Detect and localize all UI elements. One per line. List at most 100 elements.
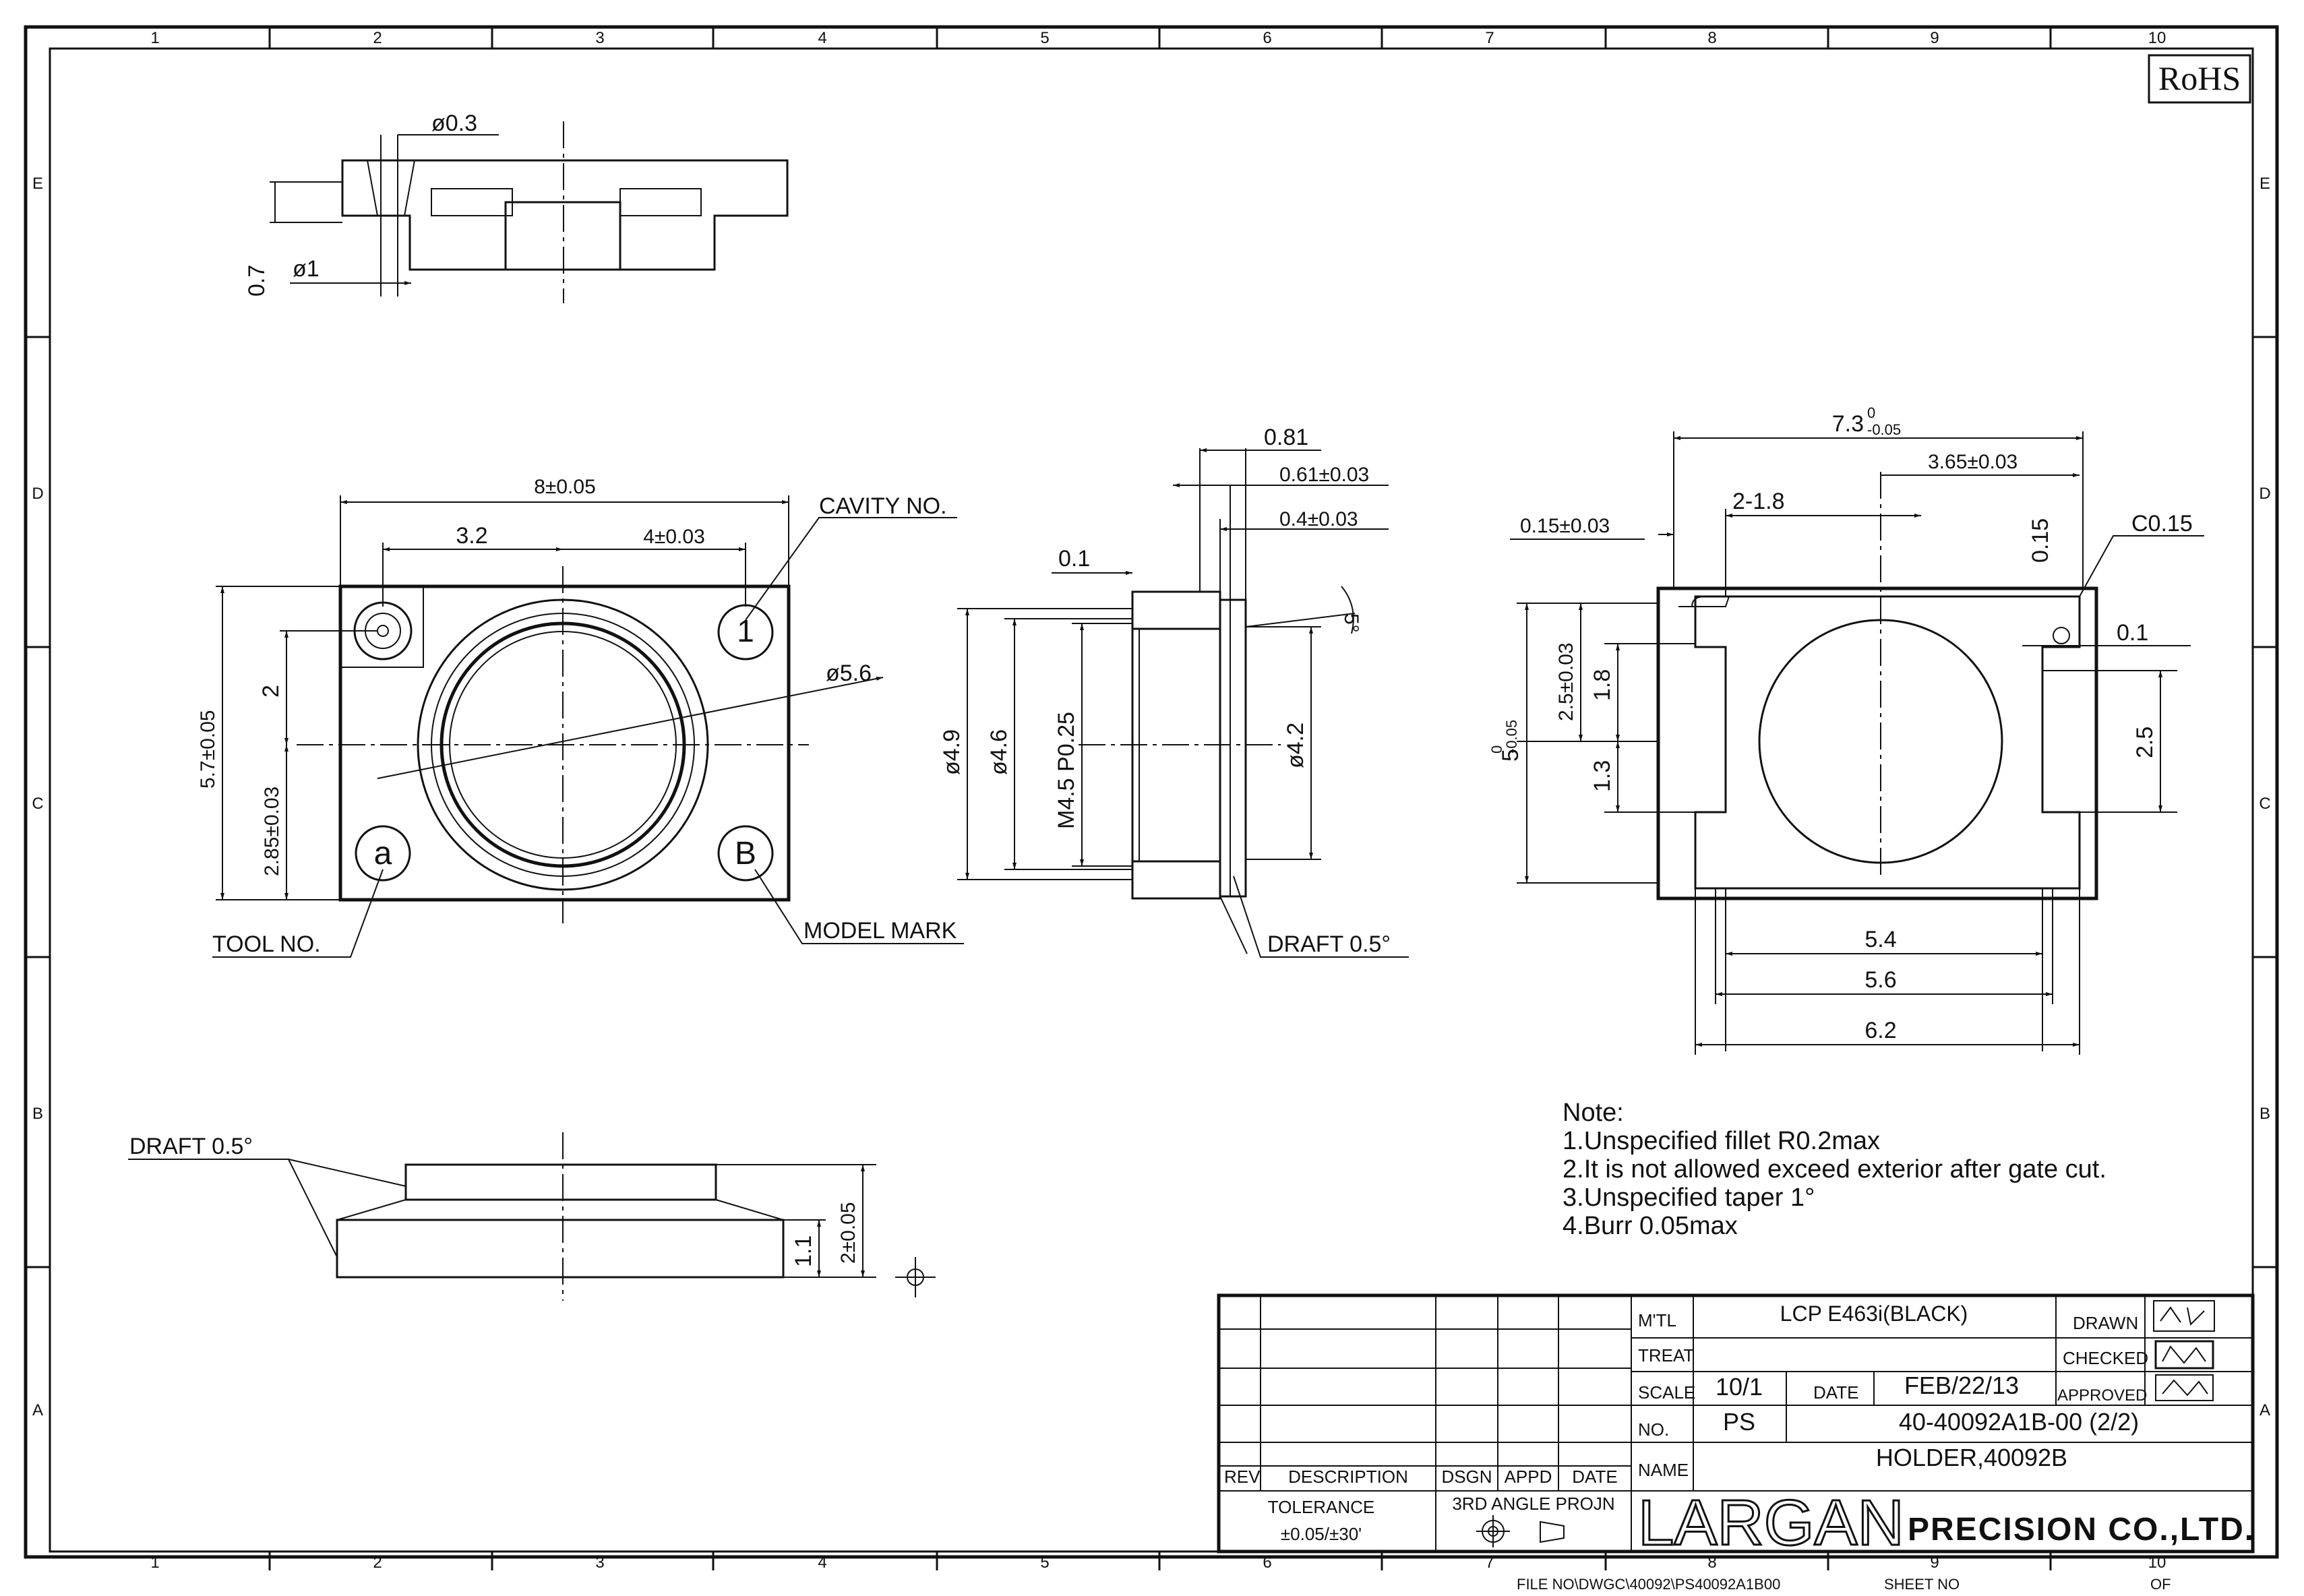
dim-18: 1.8: [1589, 669, 1615, 701]
tolerance-value: ±0.05/±30': [1281, 1524, 1362, 1544]
dim-25: 2.5: [2132, 727, 2158, 758]
dim-62: 6.2: [1865, 1018, 1896, 1043]
dim-54: 5.4: [1865, 927, 1896, 952]
col-label: 3: [595, 29, 604, 47]
dim-step: 1.1: [791, 1235, 816, 1267]
scale-value: 10/1: [1716, 1373, 1763, 1401]
material-value: LCP E463i(BLACK): [1780, 1301, 1968, 1326]
dim-total-depth: 0.81: [1264, 425, 1308, 450]
col-label: 1: [150, 1554, 159, 1572]
date-column-label: DATE: [1572, 1467, 1617, 1487]
title-block: M'TL LCP E463i(BLACK) DRAWN TREAT CHECKE…: [1217, 1293, 2255, 1560]
row-label: D: [2259, 485, 2270, 503]
row-label: B: [32, 1105, 43, 1123]
projection-symbol-icon: [1476, 1515, 1565, 1547]
col-label: 10: [2148, 1554, 2166, 1572]
notes: Note: 1.Unspecified fillet R0.2max 2.It …: [1563, 1099, 2106, 1240]
notes-title: Note:: [1563, 1099, 1624, 1127]
signature-stamp: [2153, 1300, 2215, 1401]
col-label: 8: [1707, 29, 1716, 47]
col-label: 4: [818, 1554, 826, 1572]
dim-width-total: 8±0.05: [534, 476, 596, 498]
date-value: FEB/22/13: [1904, 1372, 2019, 1399]
back-view: 7.3 0 -0.05 3.65±0.03 2-1.8 0.15±0.03 0.…: [1488, 404, 2204, 1055]
company-name: PRECISION CO.,LTD.: [1908, 1512, 2255, 1547]
dsgn-label: DSGN: [1441, 1467, 1492, 1487]
dim-13: 1.3: [1589, 760, 1615, 792]
row-label: A: [2260, 1401, 2270, 1419]
dim-04: 0.4±0.03: [1279, 508, 1358, 530]
dim-height-total: 5: [1498, 749, 1523, 762]
file-number: FILE NO\DWGC\40092\PS40092A1B00: [1517, 1576, 1780, 1593]
note-item: 1.Unspecified fillet R0.2max: [1563, 1127, 1880, 1155]
row-label: E: [2260, 175, 2270, 193]
dim-half-left: 3.2: [456, 523, 487, 549]
company-logo: LARGAN: [1638, 1487, 1904, 1559]
row-label: B: [2260, 1105, 2270, 1123]
dim-inner-dia: ø4.6: [986, 729, 1012, 775]
material-label: M'TL: [1638, 1310, 1676, 1330]
row-label: C: [2259, 795, 2270, 813]
section-view: ø0.3 ø1 0.7: [244, 111, 789, 303]
dim-outer-dia: ø4.9: [939, 729, 965, 775]
approved-label: APPROVED: [2057, 1386, 2147, 1405]
col-label: 6: [1263, 29, 1271, 47]
col-label: 7: [1485, 1554, 1494, 1572]
scale-label: SCALE: [1638, 1382, 1695, 1403]
label-tool-no: TOOL NO.: [212, 931, 321, 957]
date-label: DATE: [1813, 1382, 1858, 1403]
rohs-badge: RoHS: [2148, 54, 2251, 104]
front-view: 1 a B 8±0.05 3.2 4±0.03 5.7±0.05 2.85±0.…: [197, 476, 964, 958]
dim-width-tol-lower: -0.05: [1867, 421, 1901, 438]
side-view: ø4.9 ø4.6 M4.5 P0.25 ø4.2 0.81 0.61±0.03…: [939, 425, 1409, 958]
dim-mark-offset: 2: [258, 685, 284, 698]
label-cavity-no: CAVITY NO.: [819, 493, 947, 519]
treat-label: TREAT: [1638, 1345, 1694, 1365]
svg-text:RoHS: RoHS: [2158, 59, 2241, 97]
projection-label: 3RD ANGLE PROJN: [1452, 1494, 1614, 1514]
bottom-view: 2±0.05 1.1 DRAFT 0.5°: [128, 1132, 936, 1301]
part-name: HOLDER,40092B: [1876, 1444, 2067, 1471]
footer: FILE NO\DWGC\40092\PS40092A1B00 SHEET NO…: [1517, 1576, 2171, 1593]
col-label: 5: [1040, 29, 1049, 47]
note-item: 3.Unspecified taper 1°: [1563, 1184, 1815, 1212]
model-mark: B: [735, 836, 756, 871]
dim-width-total: 7.3: [1832, 411, 1864, 437]
dim-height-lower: 2.85±0.03: [261, 787, 283, 876]
tolerance-label: TOLERANCE: [1268, 1497, 1374, 1517]
col-label: 4: [818, 29, 826, 47]
drawn-label: DRAWN: [2073, 1313, 2138, 1333]
drawing-border: 1 2 3 4 5 6 7 8 9 10 1 2 3 4 5 6 7 8 9 1…: [24, 25, 2279, 1572]
drawing-number: 40-40092A1B-00 (2/2): [1899, 1408, 2139, 1436]
label-draft-side: DRAFT 0.5°: [1267, 931, 1391, 957]
description-label: DESCRIPTION: [1288, 1467, 1408, 1487]
dim-height-total: 5.7±0.05: [197, 710, 219, 789]
col-label: 9: [1930, 29, 1939, 47]
no-prefix: PS: [1723, 1408, 1755, 1436]
col-label: 10: [2148, 29, 2166, 47]
no-label: NO.: [1638, 1419, 1669, 1440]
col-label: 3: [595, 1554, 604, 1572]
dim-chamfer: C0.15: [2131, 511, 2193, 536]
col-label: 2: [373, 29, 382, 47]
col-label: 6: [1263, 1554, 1271, 1572]
cavity-mark: 1: [737, 613, 754, 648]
col-label: 5: [1040, 1554, 1049, 1572]
row-label: A: [32, 1401, 43, 1419]
dim-56: 5.6: [1865, 967, 1896, 993]
col-label: 7: [1485, 29, 1494, 47]
dim-015v: 0.15: [2028, 518, 2053, 563]
note-item: 2.It is not allowed exceed exterior afte…: [1563, 1155, 2106, 1184]
dim-height-bottom: 2±0.05: [837, 1202, 859, 1264]
row-label: D: [32, 485, 43, 503]
dim-angle: 5°: [1340, 613, 1362, 633]
row-label: C: [32, 795, 43, 813]
rev-label: REV: [1224, 1467, 1261, 1487]
dim-365: 3.65±0.03: [1928, 451, 2018, 473]
dim-depth: 0.7: [244, 265, 270, 297]
label-draft-bottom: DRAFT 0.5°: [129, 1134, 253, 1159]
col-label: 1: [150, 29, 159, 47]
dim-bore: ø5.6: [826, 661, 872, 686]
dim-height-tol-upper: 0: [1488, 745, 1505, 754]
